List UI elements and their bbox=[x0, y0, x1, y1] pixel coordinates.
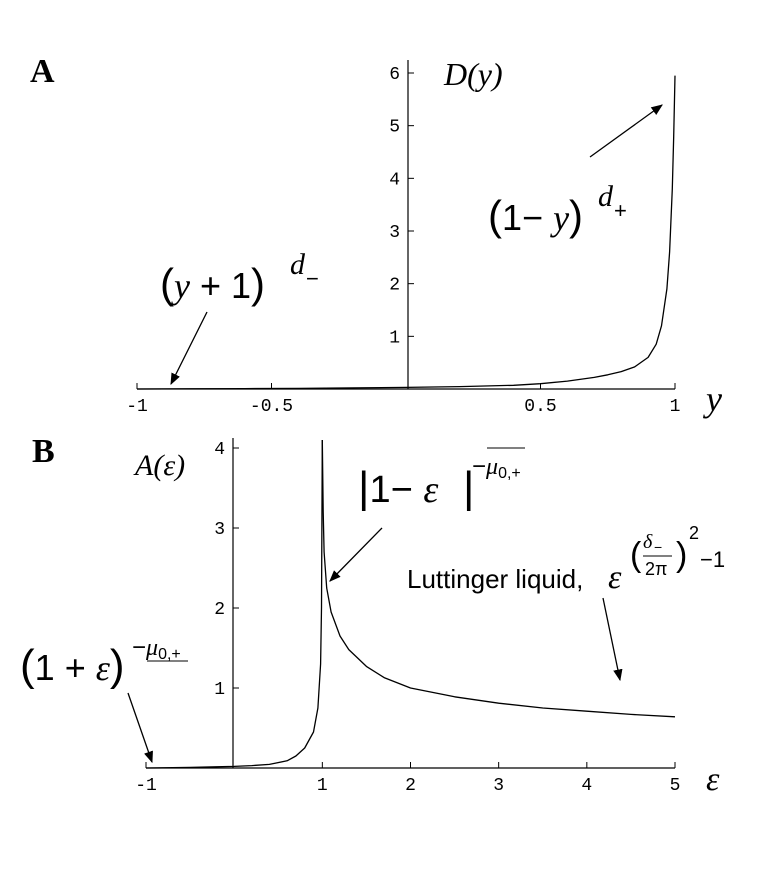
luttinger-label: Luttinger liquid, bbox=[407, 564, 583, 594]
panel-a-x-tick-label: 0.5 bbox=[524, 397, 556, 417]
panel-a-y-ticks: 1 2 3 4 5 6 bbox=[389, 65, 414, 348]
svg-text:−μ0,+: −μ0,+ bbox=[472, 453, 521, 482]
panel-a-x-tick-label: -0.5 bbox=[250, 397, 293, 417]
svg-text:−: − bbox=[306, 266, 319, 291]
panel-b-y-tick-label: 3 bbox=[214, 520, 225, 540]
panel-b-right-annotation: Luttinger liquid, ε ( δ − 2π ) 2 −1 bbox=[407, 523, 725, 682]
svg-text:d: d bbox=[290, 248, 306, 281]
panel-b-x-label: ε bbox=[706, 761, 720, 798]
panel-a-label: A bbox=[30, 53, 55, 90]
panel-a-y-tick-label: 3 bbox=[389, 223, 400, 243]
panel-b-x-tick-label: 3 bbox=[493, 776, 504, 796]
panel-a-x-tick-label: 1 bbox=[670, 397, 681, 417]
svg-text:ε: ε bbox=[608, 559, 622, 596]
panel-b-right-arrow bbox=[602, 597, 623, 682]
svg-text:|1− ε: |1− ε bbox=[358, 463, 438, 512]
panel-a-series bbox=[136, 75, 676, 390]
panel-a-left-annotation: (y + 1) d − bbox=[160, 248, 319, 386]
svg-text:−: − bbox=[654, 539, 662, 555]
panel-b-curve-1 bbox=[145, 439, 323, 769]
panel-a-x-tick-label: -1 bbox=[126, 397, 148, 417]
svg-text:2: 2 bbox=[689, 523, 699, 543]
svg-text:+: + bbox=[614, 198, 627, 223]
svg-text:2π: 2π bbox=[645, 559, 667, 579]
svg-text:): ) bbox=[676, 536, 687, 574]
svg-text:δ: δ bbox=[643, 531, 653, 553]
svg-text:d: d bbox=[598, 180, 614, 213]
panel-b-y-tick-label: 1 bbox=[214, 680, 225, 700]
panel-a-y-tick-label: 5 bbox=[389, 118, 400, 138]
panel-a: A -1 -0.5 0.5 1 1 2 3 4 5 6 D(y) y (y + 1) d − (… bbox=[30, 53, 722, 419]
panel-a-left-arrow bbox=[170, 311, 208, 386]
panel-a-curve-1 bbox=[136, 75, 676, 390]
svg-text:(y + 1): (y + 1) bbox=[160, 260, 265, 307]
panel-b-x-tick-label: -1 bbox=[135, 776, 157, 796]
panel-b-x-tick-label: 4 bbox=[581, 776, 592, 796]
panel-b-label: B bbox=[32, 433, 55, 470]
svg-text:−1: −1 bbox=[700, 547, 725, 572]
panel-a-y-label: D(y) bbox=[443, 56, 503, 92]
panel-b-series bbox=[145, 439, 676, 769]
svg-text:(: ( bbox=[630, 536, 642, 574]
panel-b-y-tick-label: 2 bbox=[214, 600, 225, 620]
panel-b-left-annotation: (1 + ε) −μ0,+ bbox=[20, 634, 188, 764]
panel-a-y-tick-label: 2 bbox=[389, 276, 400, 296]
panel-b-left-arrow bbox=[127, 692, 153, 764]
svg-text:|: | bbox=[463, 463, 474, 512]
panel-b-x-tick-label: 1 bbox=[317, 776, 328, 796]
panel-a-right-arrow bbox=[589, 104, 663, 158]
panel-a-x-label: y bbox=[703, 379, 722, 419]
panel-b-peak-annotation: |1− ε | −μ0,+ bbox=[329, 447, 525, 582]
panel-a-y-tick-label: 1 bbox=[389, 328, 400, 348]
panel-b-x-tick-label: 2 bbox=[405, 776, 416, 796]
svg-text:−μ0,+: −μ0,+ bbox=[132, 634, 181, 663]
panel-b-x-tick-label: 5 bbox=[670, 776, 681, 796]
svg-text:(1− y): (1− y) bbox=[488, 192, 583, 239]
panel-b: B -1 1 2 3 4 5 1 2 3 4 A(ε) ε (1 + ε) −μ0,+ |1− … bbox=[20, 433, 725, 798]
panel-b-curve-2 bbox=[321, 439, 676, 718]
panel-b-y-label: A(ε) bbox=[133, 449, 185, 482]
panel-b-peak-arrow bbox=[329, 527, 383, 582]
panel-a-x-ticks: -1 -0.5 0.5 1 bbox=[126, 383, 680, 417]
svg-text:(1 + ε): (1 + ε) bbox=[20, 641, 125, 690]
panel-b-y-ticks: 1 2 3 4 bbox=[214, 440, 239, 700]
panel-a-y-tick-label: 6 bbox=[389, 65, 400, 85]
panel-a-y-tick-label: 4 bbox=[389, 170, 400, 190]
panel-a-right-annotation: (1− y) d + bbox=[488, 104, 663, 239]
panel-b-y-tick-label: 4 bbox=[214, 440, 225, 460]
panel-b-x-ticks: -1 1 2 3 4 5 bbox=[135, 762, 680, 796]
